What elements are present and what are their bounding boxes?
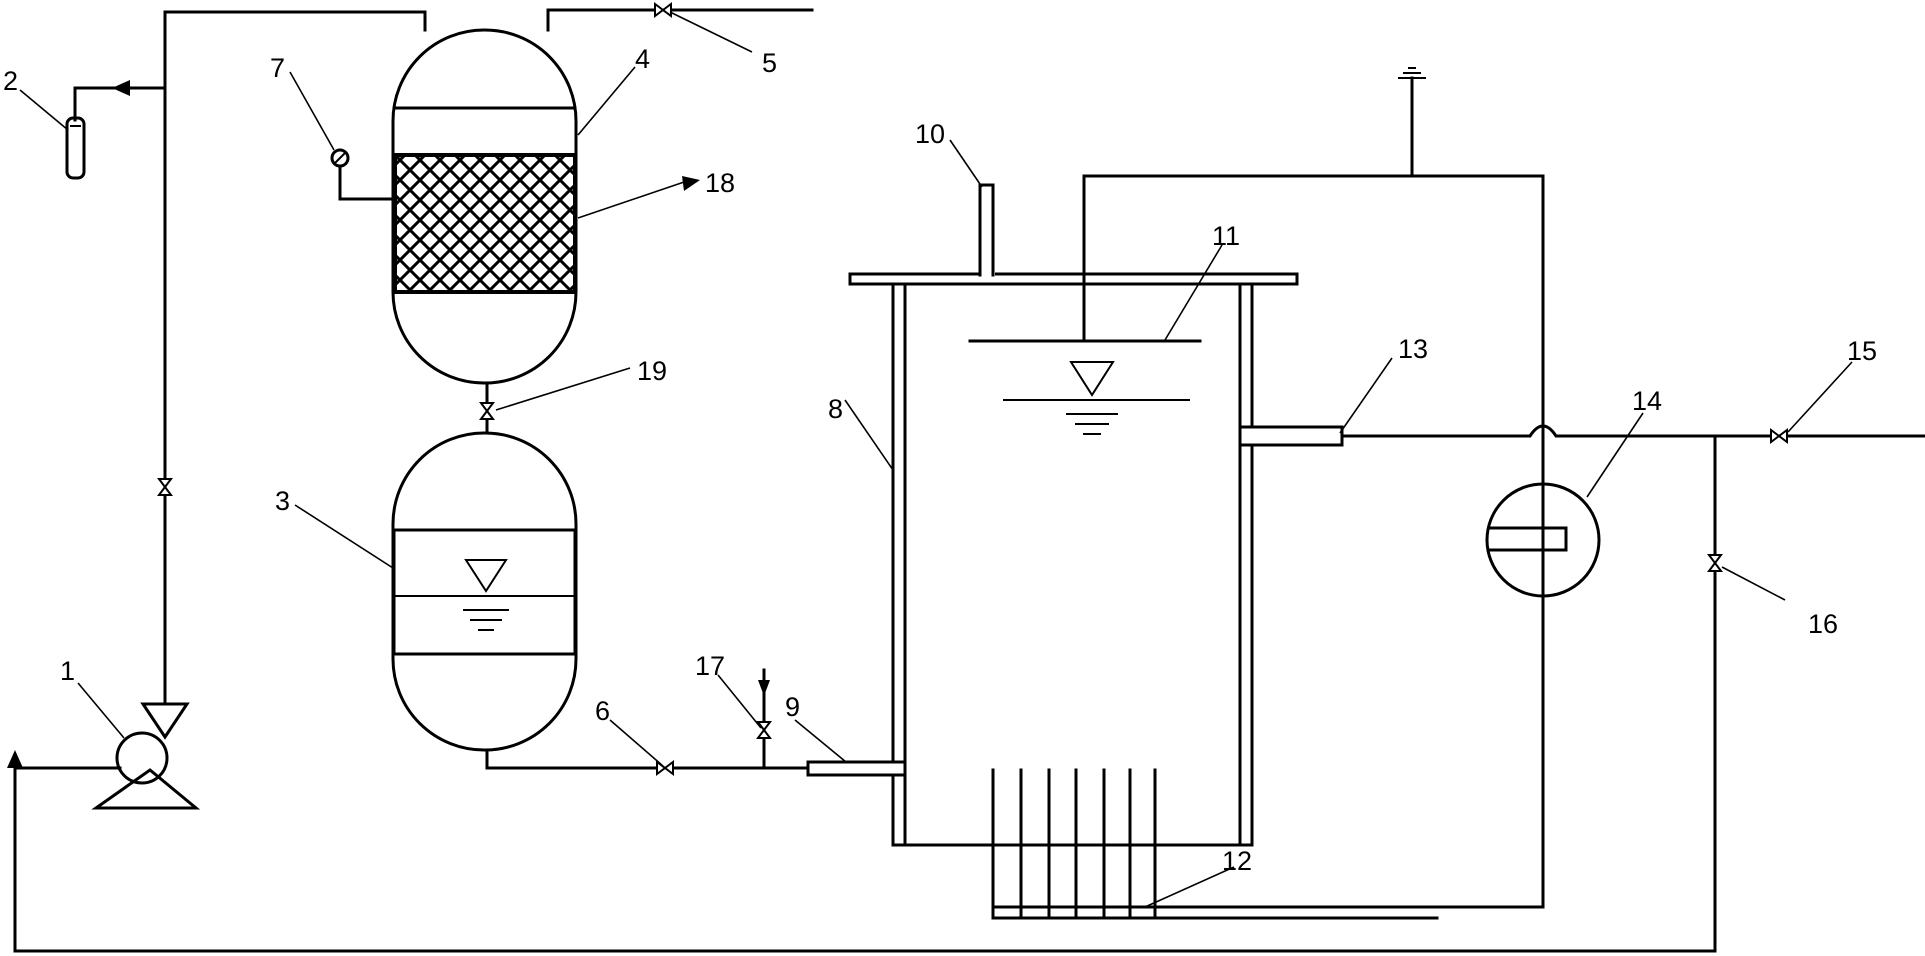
label-4: 4 — [635, 44, 650, 74]
label-1: 1 — [60, 656, 75, 686]
leader-lines — [19, 11, 1853, 908]
label-13: 13 — [1398, 334, 1428, 364]
label-9: 9 — [785, 692, 800, 722]
power-supply — [1485, 482, 1601, 598]
valve-5 — [654, 2, 672, 18]
label-2: 2 — [3, 66, 18, 96]
label-3: 3 — [275, 486, 290, 516]
label-5: 5 — [762, 48, 777, 78]
pump-riser-pipe — [163, 10, 427, 705]
label-10: 10 — [915, 119, 945, 149]
piping — [13, 8, 1925, 953]
flow-arrow-gas — [112, 80, 130, 96]
return-pipe — [13, 435, 1717, 953]
flow-arrow-17 — [758, 680, 770, 696]
vent-pipe — [546, 8, 814, 32]
label-14: 14 — [1632, 386, 1662, 416]
label-18: 18 — [705, 168, 735, 198]
outlet-pipe — [1340, 424, 1925, 438]
pressure-gauge — [330, 148, 397, 201]
label-6: 6 — [595, 696, 610, 726]
feed-pipe — [485, 748, 810, 770]
valve-15 — [1770, 428, 1788, 444]
flow-arrow-return — [7, 750, 23, 768]
valve-19 — [479, 402, 495, 420]
label-15: 15 — [1847, 336, 1877, 366]
packing-bed — [393, 153, 577, 294]
label-8: 8 — [828, 394, 843, 424]
label-7: 7 — [270, 53, 285, 83]
gas-cylinder — [65, 116, 86, 180]
valve-16 — [1707, 554, 1723, 572]
label-17: 17 — [695, 651, 725, 681]
valve-1-riser — [157, 478, 173, 496]
valve-17 — [756, 721, 772, 739]
gas-feed-pipe — [73, 86, 167, 122]
storage-vessel — [391, 431, 578, 752]
control-circuit — [1082, 174, 1545, 909]
electrode-array — [991, 768, 1439, 920]
label-11: 11 — [1212, 221, 1240, 251]
label-19: 19 — [637, 356, 667, 386]
number-labels: 1 2 3 4 5 6 7 8 9 10 11 12 13 14 15 16 1… — [3, 44, 1877, 876]
label-12: 12 — [1222, 846, 1252, 876]
label-16: 16 — [1808, 609, 1838, 639]
leader-arrowhead-18 — [682, 176, 700, 191]
reactor-tank — [806, 183, 1344, 847]
pump — [91, 702, 201, 810]
ground-symbol — [1398, 67, 1426, 79]
packed-column — [391, 28, 578, 385]
